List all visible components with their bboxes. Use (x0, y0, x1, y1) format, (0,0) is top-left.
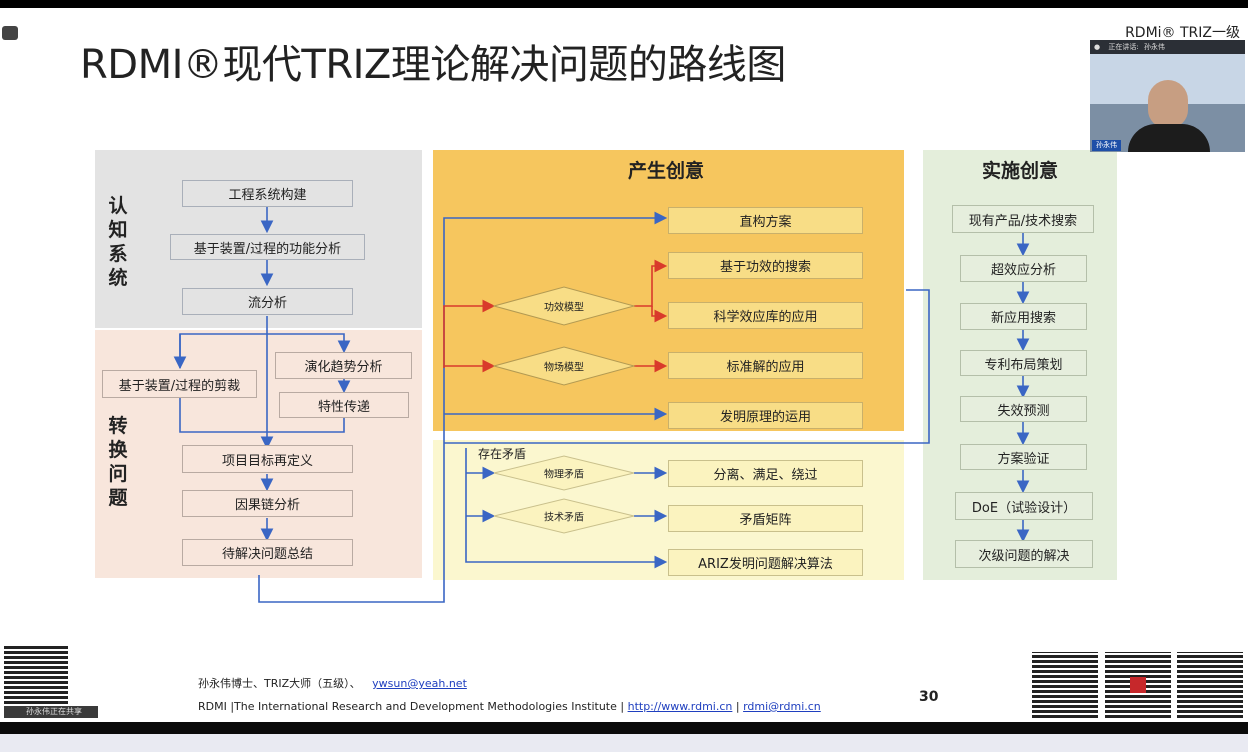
su-field-model-label: 物场模型 (544, 362, 584, 374)
patent-strategy-box: 专利布局策划 (960, 350, 1087, 376)
doe-box: DoE（试验设计） (955, 492, 1093, 520)
page-title: RDMI®现代TRIZ理论解决问题的路线图 (80, 42, 786, 88)
contradiction-matrix-box: 矛盾矩阵 (668, 505, 863, 532)
ideas-panel (433, 150, 904, 431)
trend-analysis-box: 演化趋势分析 (275, 352, 412, 379)
system-build-box: 工程系统构建 (182, 180, 353, 207)
invention-principles-box: 发明原理的运用 (668, 402, 863, 429)
problem-summary-box: 待解决问题总结 (182, 539, 353, 566)
window-bottom (0, 734, 1248, 752)
speaker-body (1128, 124, 1210, 152)
mic-icon: ● (1094, 43, 1101, 51)
speaker-head (1148, 80, 1188, 128)
flow-analysis-box: 流分析 (182, 288, 353, 315)
qr-code-left (4, 646, 68, 714)
goal-redefine-box: 项目目标再定义 (182, 445, 353, 473)
effect-database-box: 科学效应库的应用 (668, 302, 863, 329)
function-analysis-box: 基于装置/过程的功能分析 (170, 234, 365, 260)
causal-chain-box: 因果链分析 (182, 490, 353, 517)
failure-prediction-box: 失效预测 (960, 396, 1087, 422)
direct-solution-box: 直构方案 (668, 207, 863, 234)
trimming-box: 基于装置/过程的剪裁 (102, 370, 257, 398)
separation-box: 分离、满足、绕过 (668, 460, 863, 487)
share-status-text: 孙永伟正在共享 (26, 707, 82, 716)
slide-icon (2, 26, 18, 40)
super-effect-box: 超效应分析 (960, 255, 1087, 282)
footer-institute: RDMI |The International Research and Dev… (198, 700, 821, 713)
physical-contradiction-label: 物理矛盾 (544, 469, 584, 481)
secondary-problem-box: 次级问题的解决 (955, 540, 1093, 568)
implement-heading: 实施创意 (982, 160, 1059, 182)
qr-code-2 (1105, 652, 1171, 718)
contact-email-link[interactable]: rdmi@rdmi.cn (743, 700, 821, 713)
flow-connectors (173, 207, 1030, 603)
brand-label: RDMi® TRIZ一级 (1125, 25, 1240, 41)
speaker-video[interactable]: ● 正在讲话: 孙永伟 孙永伟 (1090, 40, 1245, 152)
website-link[interactable]: http://www.rdmi.cn (627, 700, 733, 713)
ariz-box: ARIZ发明问题解决算法 (668, 549, 863, 576)
contradiction-label: 存在矛盾 (478, 447, 527, 461)
effect-search-box: 基于功效的搜索 (668, 252, 863, 279)
cognition-label: 认知系统 (108, 195, 128, 289)
name-tag-text: 孙永伟 (1096, 141, 1117, 149)
effect-model-label: 功效模型 (544, 302, 584, 314)
new-application-box: 新应用搜索 (960, 303, 1087, 330)
ideas-heading: 产生创意 (628, 160, 705, 182)
footer-separator: | (732, 700, 744, 713)
video-top-bar: ● 正在讲话: 孙永伟 (1090, 40, 1245, 54)
qr-logo (1130, 677, 1146, 693)
page-number: 30 (919, 689, 939, 705)
author-text: 孙永伟博士、TRIZ大师（五级）、 (198, 677, 361, 690)
transform-label: 转换问题 (108, 415, 128, 509)
feature-transfer-box: 特性传递 (279, 392, 409, 418)
footer-author: 孙永伟博士、TRIZ大师（五级）、 ywsun@yeah.net (198, 675, 467, 691)
qr-code-1 (1032, 652, 1098, 718)
standard-solution-box: 标准解的应用 (668, 352, 863, 379)
qr-code-3 (1177, 652, 1243, 718)
author-email-link[interactable]: ywsun@yeah.net (372, 677, 467, 690)
tech-search-box: 现有产品/技术搜索 (952, 205, 1094, 233)
slide: RDMI®现代TRIZ理论解决问题的路线图 RDMi® TRIZ一级 (0, 8, 1248, 722)
share-status: 孙永伟正在共享 (4, 706, 98, 718)
speaking-label: 正在讲话: (1108, 43, 1139, 51)
technical-contradiction-label: 技术矛盾 (544, 512, 584, 524)
video-name-tag: 孙永伟 (1092, 140, 1121, 151)
verification-box: 方案验证 (960, 444, 1087, 470)
institute-text: RDMI |The International Research and Dev… (198, 700, 628, 713)
bottom-toolbar (0, 722, 1248, 734)
speaking-name: 孙永伟 (1143, 43, 1165, 51)
